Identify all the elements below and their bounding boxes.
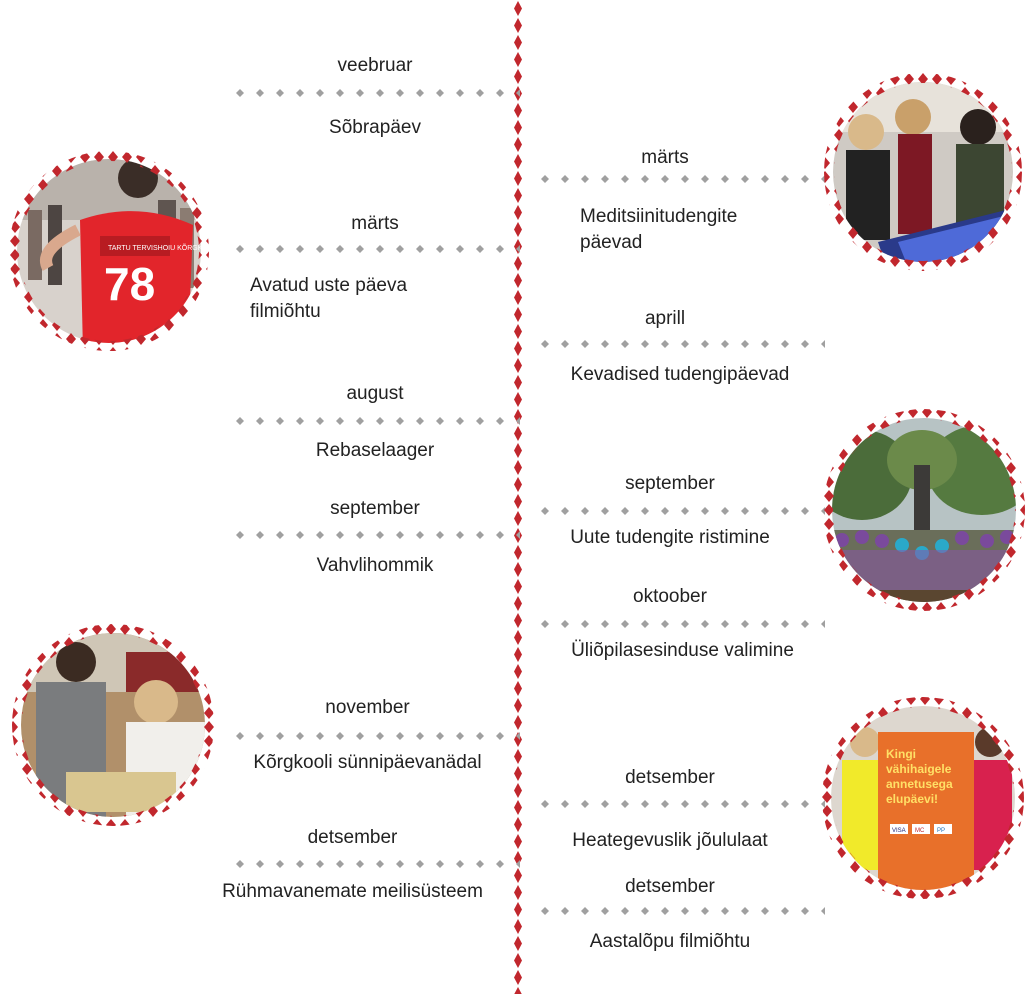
event-right-2: september Uute tudengite ristimine: [535, 473, 825, 563]
event-left-1: märts Avatud uste päeva filmiõhtu: [230, 213, 520, 323]
event-month: september: [625, 473, 715, 494]
event-title: Vahvlihommik: [316, 555, 434, 576]
event-right-0: märts Meditsiinitudengite päevad: [535, 147, 825, 262]
svg-text:Kingi vähihaigele: Kingi vähihaigele annetusega elupäevi!: [886, 747, 956, 806]
event-month: aprill: [644, 308, 686, 329]
event-month: detsember: [625, 767, 715, 788]
event-title: Rühmavanemate meilisüsteem: [222, 881, 483, 902]
poster-card-pp: PP: [937, 828, 945, 834]
photo-charity-poster: Kingi vähihaigele annetusega elupäevi! V…: [820, 692, 1027, 904]
event-connector: [230, 415, 520, 427]
event-connector: [230, 858, 520, 870]
event-connector: [535, 798, 825, 810]
photo-rim: [822, 697, 1024, 899]
event-month: märts: [351, 213, 399, 234]
event-title: Üliõpilasesinduse valimine: [571, 640, 794, 661]
event-connector: [230, 243, 520, 255]
photo-rim: [9, 151, 209, 351]
event-month: november: [325, 697, 410, 718]
event-left-4: november Kõrgkooli sünnipäevanädal: [215, 697, 520, 787]
event-connector: [535, 173, 825, 185]
poster-card-visa: VISA: [892, 828, 906, 834]
event-right-1: aprill Kevadised tudengipäevad: [535, 308, 825, 398]
event-title: Sõbrapäev: [329, 117, 421, 138]
photo-rim: [12, 624, 214, 826]
event-month: oktoober: [633, 586, 707, 607]
event-title: Rebaselaager: [315, 440, 435, 461]
poster-card-mc: MC: [915, 828, 925, 834]
event-month: veebruar: [337, 55, 413, 76]
event-left-0: veebruar Sõbrapäev: [230, 55, 520, 145]
event-month: detsember: [307, 827, 398, 848]
event-right-3: oktoober Üliõpilasesinduse valimine: [535, 586, 830, 676]
event-title: Heategevuslik jõululaat: [572, 830, 768, 851]
event-month: detsember: [625, 876, 715, 897]
event-left-5: detsember Rühmavanemate meilisüsteem: [185, 827, 520, 917]
event-left-2: august Rebaselaager: [230, 383, 520, 473]
event-connector: [535, 905, 825, 917]
photo-group-park: [822, 405, 1027, 615]
event-title: Meditsiinitudengite päevad: [580, 206, 738, 253]
event-connector: [535, 505, 825, 517]
event-month: august: [346, 383, 404, 404]
event-title: Uute tudengite ristimine: [570, 527, 770, 548]
event-connector: [535, 338, 825, 350]
photo-workshop: [6, 622, 220, 828]
event-month: september: [330, 498, 420, 519]
event-month: märts: [641, 147, 689, 168]
event-left-3: september Vahvlihommik: [230, 498, 520, 588]
event-right-5: detsember Aastalõpu filmiõhtu: [535, 876, 825, 966]
photo-runner-78: TARTU TERVISHOIU KÕRGKOOL 78: [8, 150, 210, 352]
runner-jersey-number: 78: [104, 258, 155, 310]
event-title: Avatud uste päeva filmiõhtu: [250, 275, 408, 322]
photo-rim: [823, 409, 1025, 611]
event-title: Kevadised tudengipäevad: [570, 364, 790, 385]
event-connector: [535, 618, 825, 630]
event-connector: [230, 529, 520, 541]
photo-medical-students: [818, 72, 1027, 272]
photo-rim: [824, 73, 1022, 271]
event-right-4: detsember Heategevuslik jõululaat: [535, 767, 825, 857]
event-connector: [230, 87, 520, 99]
poster-cards: VISA MC PP: [890, 824, 952, 834]
runner-jersey-text: TARTU TERVISHOIU KÕRGKOOL: [108, 243, 210, 252]
event-title: Aastalõpu filmiõhtu: [589, 931, 751, 952]
event-title: Kõrgkooli sünnipäevanädal: [253, 752, 482, 773]
event-connector: [230, 730, 520, 742]
